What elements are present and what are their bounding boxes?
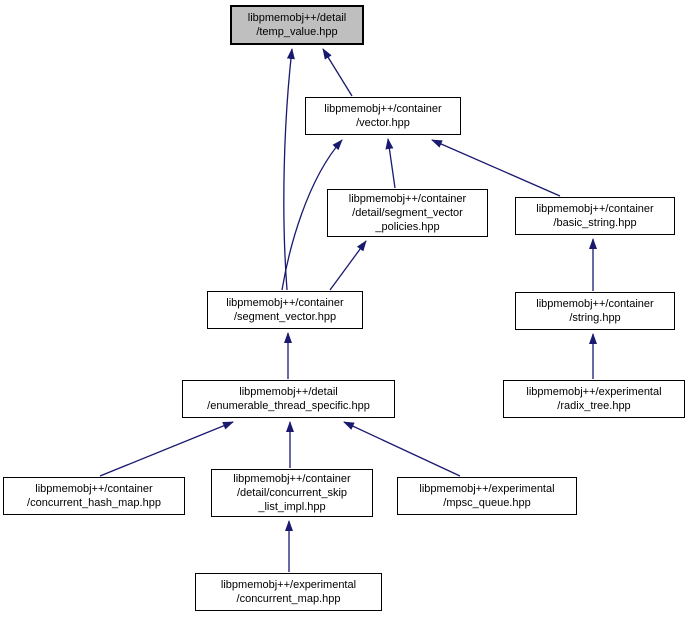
node-vector[interactable]: libpmemobj++/container /vector.hpp [305, 97, 461, 135]
node-enumerable-thread-specific[interactable]: libpmemobj++/detail /enumerable_thread_s… [182, 380, 395, 418]
node-label: libpmemobj++/experimental /mpsc_queue.hp… [419, 483, 555, 509]
node-label: libpmemobj++/container /segment_vector.h… [226, 297, 344, 323]
node-label: libpmemobj++/detail /enumerable_thread_s… [207, 386, 370, 412]
node-segment-vector-policies[interactable]: libpmemobj++/container /detail/segment_v… [327, 189, 488, 237]
edge-basic_string-to-vector [431, 139, 561, 197]
node-label: libpmemobj++/container /detail/segment_v… [348, 193, 467, 233]
edge-segment_vector-to-segment_vector_policies [329, 240, 367, 291]
edge-segment_vector_policies-to-vector [385, 138, 396, 189]
node-segment-vector[interactable]: libpmemobj++/container /segment_vector.h… [207, 291, 363, 329]
node-label: libpmemobj++/container /string.hpp [536, 298, 654, 324]
node-concurrent-map[interactable]: libpmemobj++/experimental /concurrent_ma… [195, 573, 382, 611]
node-label: libpmemobj++/experimental /radix_tree.hp… [526, 386, 662, 412]
node-temp-value: libpmemobj++/detail /temp_value.hpp [230, 5, 364, 45]
node-label: libpmemobj++/container /basic_string.hpp [536, 203, 654, 229]
node-label: libpmemobj++/detail /temp_value.hpp [247, 12, 347, 38]
node-concurrent-skip-list-impl[interactable]: libpmemobj++/container /detail/concurren… [211, 469, 373, 517]
node-label: libpmemobj++/container /concurrent_hash_… [27, 483, 161, 509]
node-label: libpmemobj++/container /vector.hpp [324, 103, 442, 129]
edge-vector-to-temp_value [322, 48, 353, 97]
edge-segment_vector-to-temp_value [283, 48, 295, 291]
node-label: libpmemobj++/container /detail/concurren… [233, 473, 351, 513]
node-string[interactable]: libpmemobj++/container /string.hpp [515, 292, 675, 330]
edge-concurrent_hash_map-to-enumerable_thread_specific [99, 421, 234, 477]
node-mpsc-queue[interactable]: libpmemobj++/experimental /mpsc_queue.hp… [397, 477, 577, 515]
node-concurrent-hash-map[interactable]: libpmemobj++/container /concurrent_hash_… [3, 477, 185, 515]
node-radix-tree[interactable]: libpmemobj++/experimental /radix_tree.hp… [503, 380, 685, 418]
node-label: libpmemobj++/experimental /concurrent_ma… [220, 579, 357, 605]
node-basic-string[interactable]: libpmemobj++/container /basic_string.hpp [515, 197, 675, 235]
edge-mpsc_queue-to-enumerable_thread_specific [343, 421, 461, 477]
